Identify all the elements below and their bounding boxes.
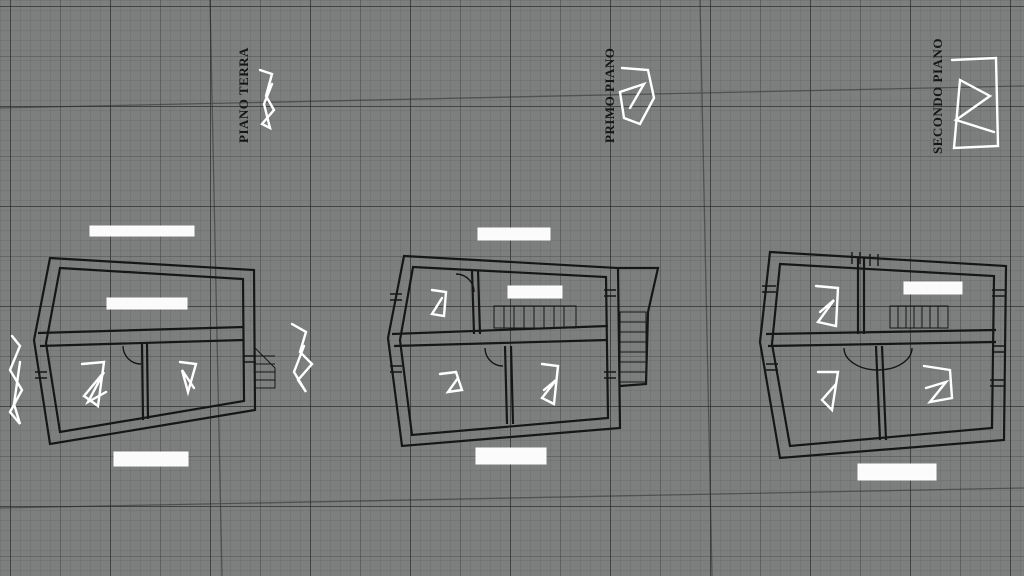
first-internal-stairs	[493, 305, 577, 329]
second-outer-wall	[758, 250, 1008, 460]
first-outer-wall	[386, 254, 622, 448]
second-internal-stairs	[889, 305, 949, 329]
first-redacted-label-stair	[507, 285, 563, 299]
ground-outer-wall	[32, 256, 257, 446]
second-scribble-title	[950, 56, 1000, 150]
first-scribble-lower-left	[438, 370, 464, 394]
first-redacted-label-bottom	[475, 447, 547, 465]
second-scribble-lower-right	[922, 364, 954, 404]
ground-room-divider	[140, 342, 150, 421]
first-inner-wall-line	[398, 265, 610, 437]
ground-redacted-label-top	[89, 225, 195, 237]
ground-floor-plan	[8, 68, 314, 467]
second-window-marks	[762, 252, 1006, 387]
first-door-arc-upper	[455, 273, 475, 293]
first-door-arc-lower	[484, 347, 504, 367]
first-exterior-stairs	[619, 311, 647, 383]
first-scribble-lower-right	[540, 362, 560, 406]
ground-scribble-room-right	[178, 360, 198, 397]
first-window-marks	[390, 289, 616, 379]
first-redacted-label-top	[477, 227, 551, 241]
ground-scribble-side-left	[8, 334, 24, 425]
ground-scribble-room-left	[80, 360, 108, 409]
second-mid-wall	[765, 328, 997, 348]
ground-exterior-stairs	[254, 346, 276, 389]
second-inner-wall-line	[770, 262, 996, 448]
second-floor-plan	[758, 56, 1008, 481]
first-upper-divider	[470, 269, 482, 335]
ground-redacted-label-bottom	[113, 451, 189, 467]
second-lower-divider	[874, 345, 888, 441]
second-redacted-label-bottom	[857, 463, 937, 481]
ground-redacted-label-upper-room	[106, 297, 188, 310]
ground-scribble-side-right	[290, 322, 314, 393]
first-lower-divider	[503, 345, 515, 425]
first-scribble-upper-room	[430, 288, 448, 318]
second-scribble-upper-room	[814, 284, 840, 328]
ground-window-marks	[35, 355, 256, 379]
second-redacted-label-upper	[903, 281, 963, 295]
second-landing-arc	[843, 347, 913, 371]
ground-door-arc	[122, 345, 142, 365]
first-annex-wall	[618, 266, 660, 388]
second-scribble-lower-left	[816, 370, 840, 413]
ground-scribble-title	[258, 68, 276, 131]
first-mid-wall	[391, 324, 609, 348]
first-scribble-title	[618, 66, 656, 126]
second-upper-divider	[856, 258, 866, 334]
first-floor-plan	[386, 66, 660, 465]
ground-inner-wall-line	[44, 266, 246, 434]
